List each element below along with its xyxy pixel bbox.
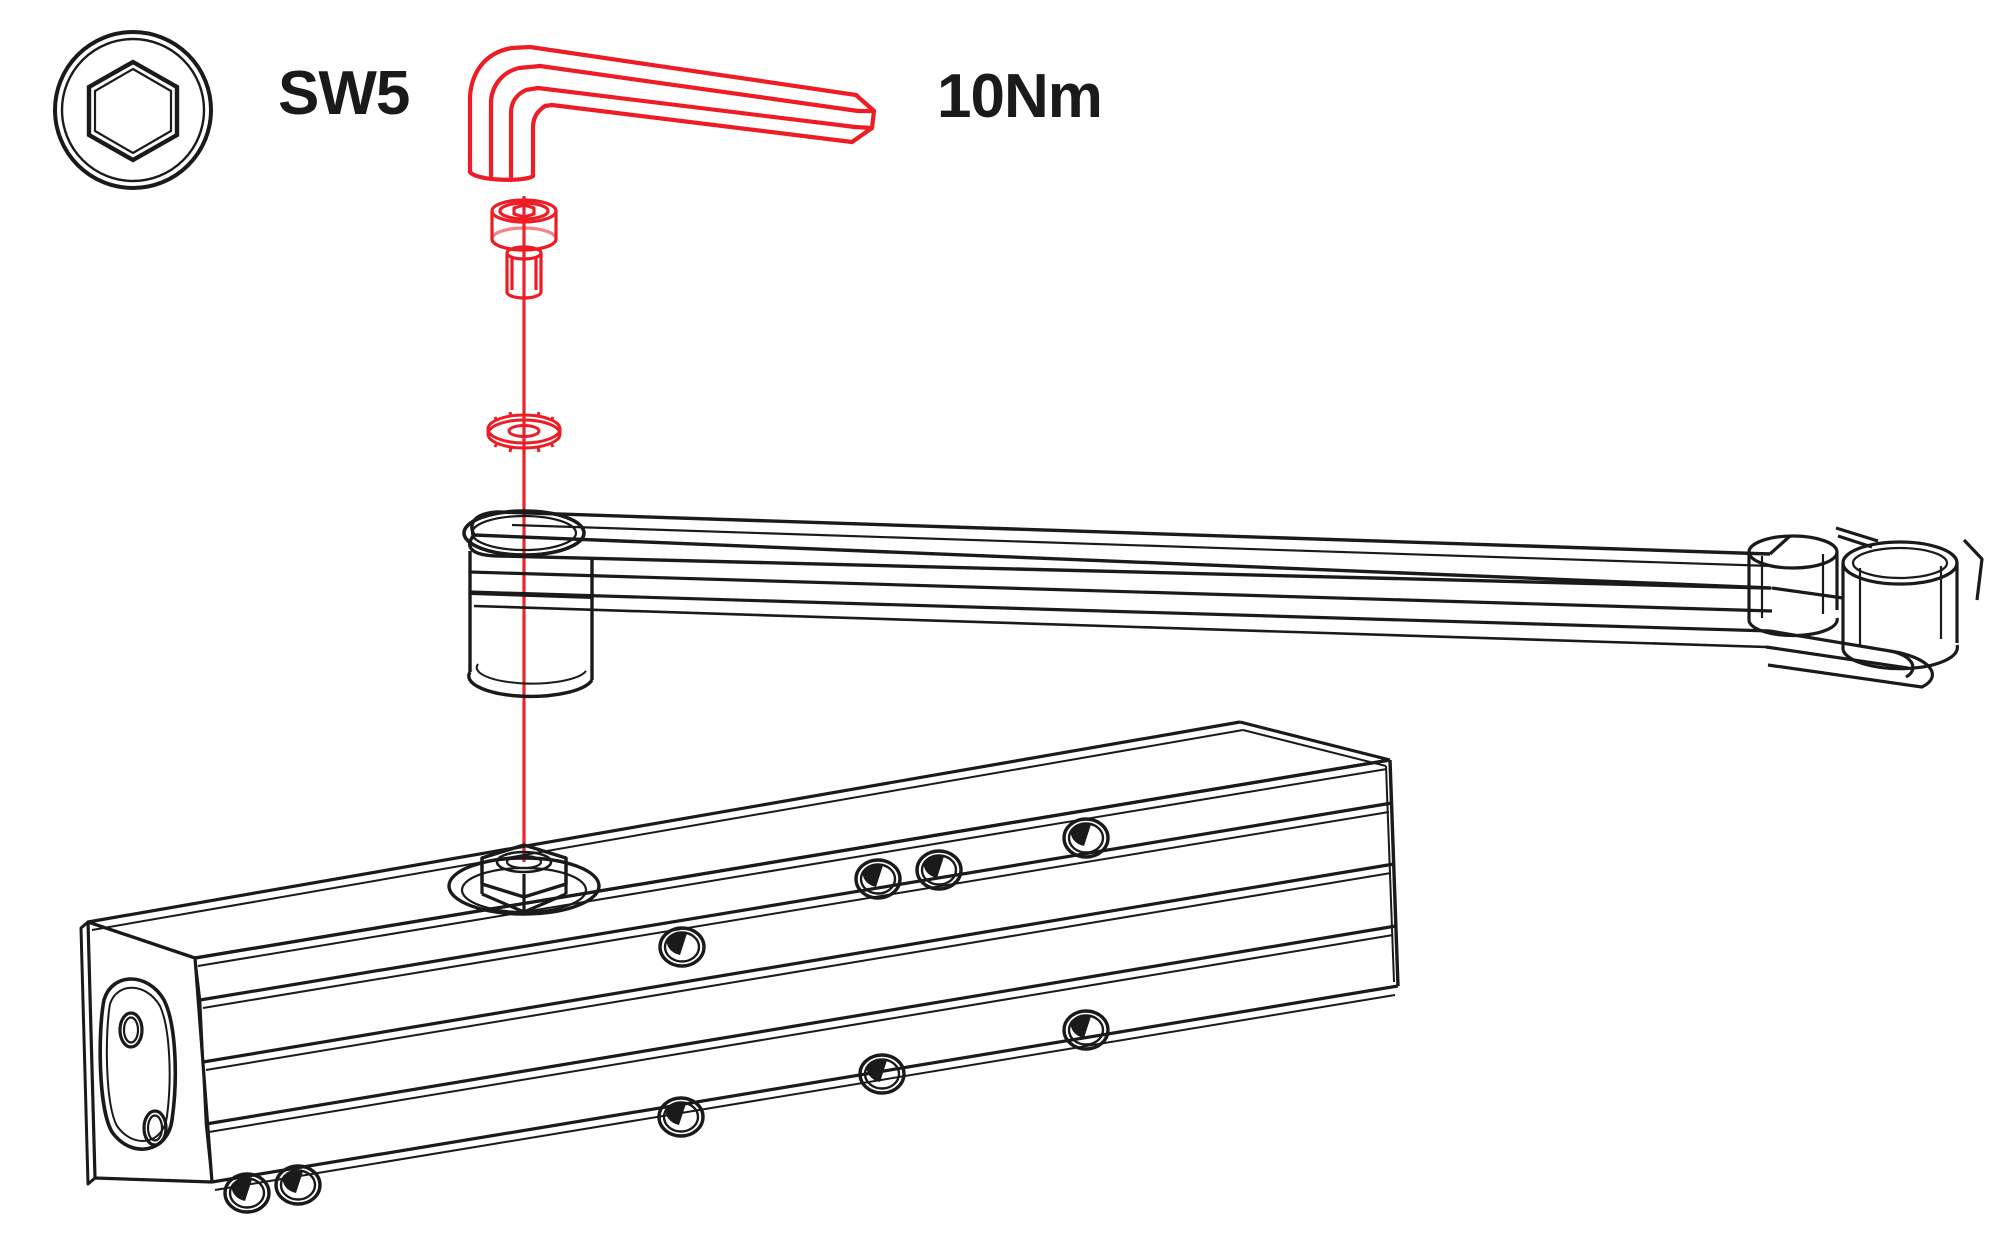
- beam-screw-heads: [223, 817, 1110, 1214]
- support-arm: [462, 509, 1773, 699]
- screw-head: [854, 858, 902, 900]
- wrench-size-label: SW5: [278, 59, 409, 128]
- screw-head: [223, 1172, 271, 1214]
- torque-label: 10Nm: [937, 62, 1102, 131]
- end-bracket-clevis: [1747, 526, 1984, 689]
- serrated-lock-washer: [486, 410, 562, 454]
- screw-head: [657, 1096, 705, 1138]
- hex-socket-icon: [53, 30, 213, 190]
- socket-head-cap-screw: [490, 198, 558, 300]
- screw-head: [1062, 1009, 1110, 1051]
- screw-head: [915, 849, 963, 891]
- screw-head: [1062, 817, 1110, 859]
- hex-key-allen-wrench: [467, 44, 877, 183]
- main-beam-profile: [79, 720, 1400, 1191]
- screw-head: [274, 1164, 322, 1206]
- screw-head: [658, 926, 706, 968]
